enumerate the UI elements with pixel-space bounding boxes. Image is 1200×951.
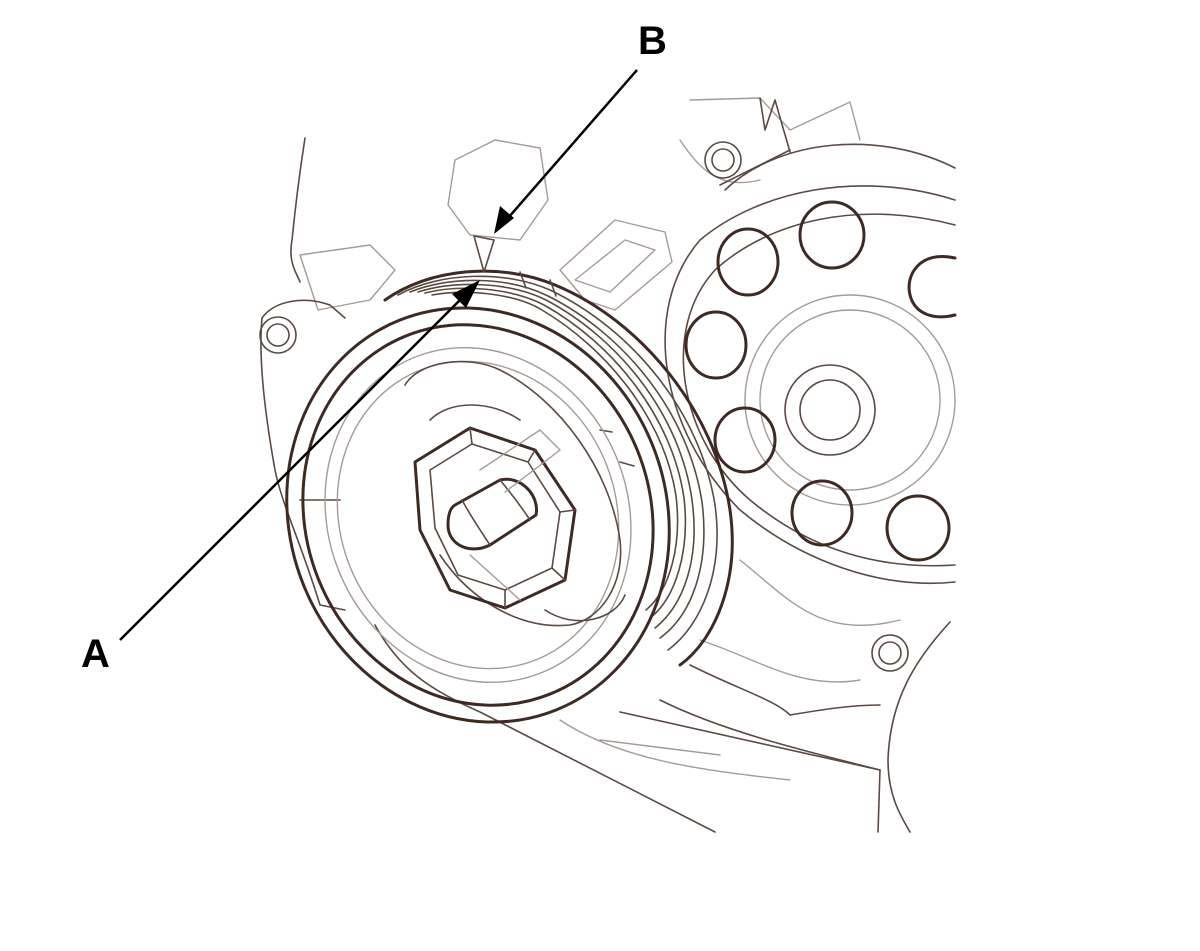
bolt-left bbox=[259, 316, 297, 354]
bolt-upper bbox=[704, 141, 742, 179]
callout-label-a: A bbox=[81, 632, 110, 676]
timing-pointer bbox=[473, 235, 495, 273]
callout-label-b: B bbox=[638, 19, 667, 63]
leader-line-a bbox=[119, 280, 480, 641]
crankshaft-bolt bbox=[413, 426, 577, 610]
drive-plate bbox=[664, 143, 957, 585]
engine-block-outline bbox=[260, 97, 951, 833]
bolt-lower-right bbox=[871, 634, 909, 672]
crankshaft-pulley bbox=[285, 269, 734, 724]
engine-block-background bbox=[299, 97, 901, 781]
leader-line-b bbox=[494, 69, 638, 234]
